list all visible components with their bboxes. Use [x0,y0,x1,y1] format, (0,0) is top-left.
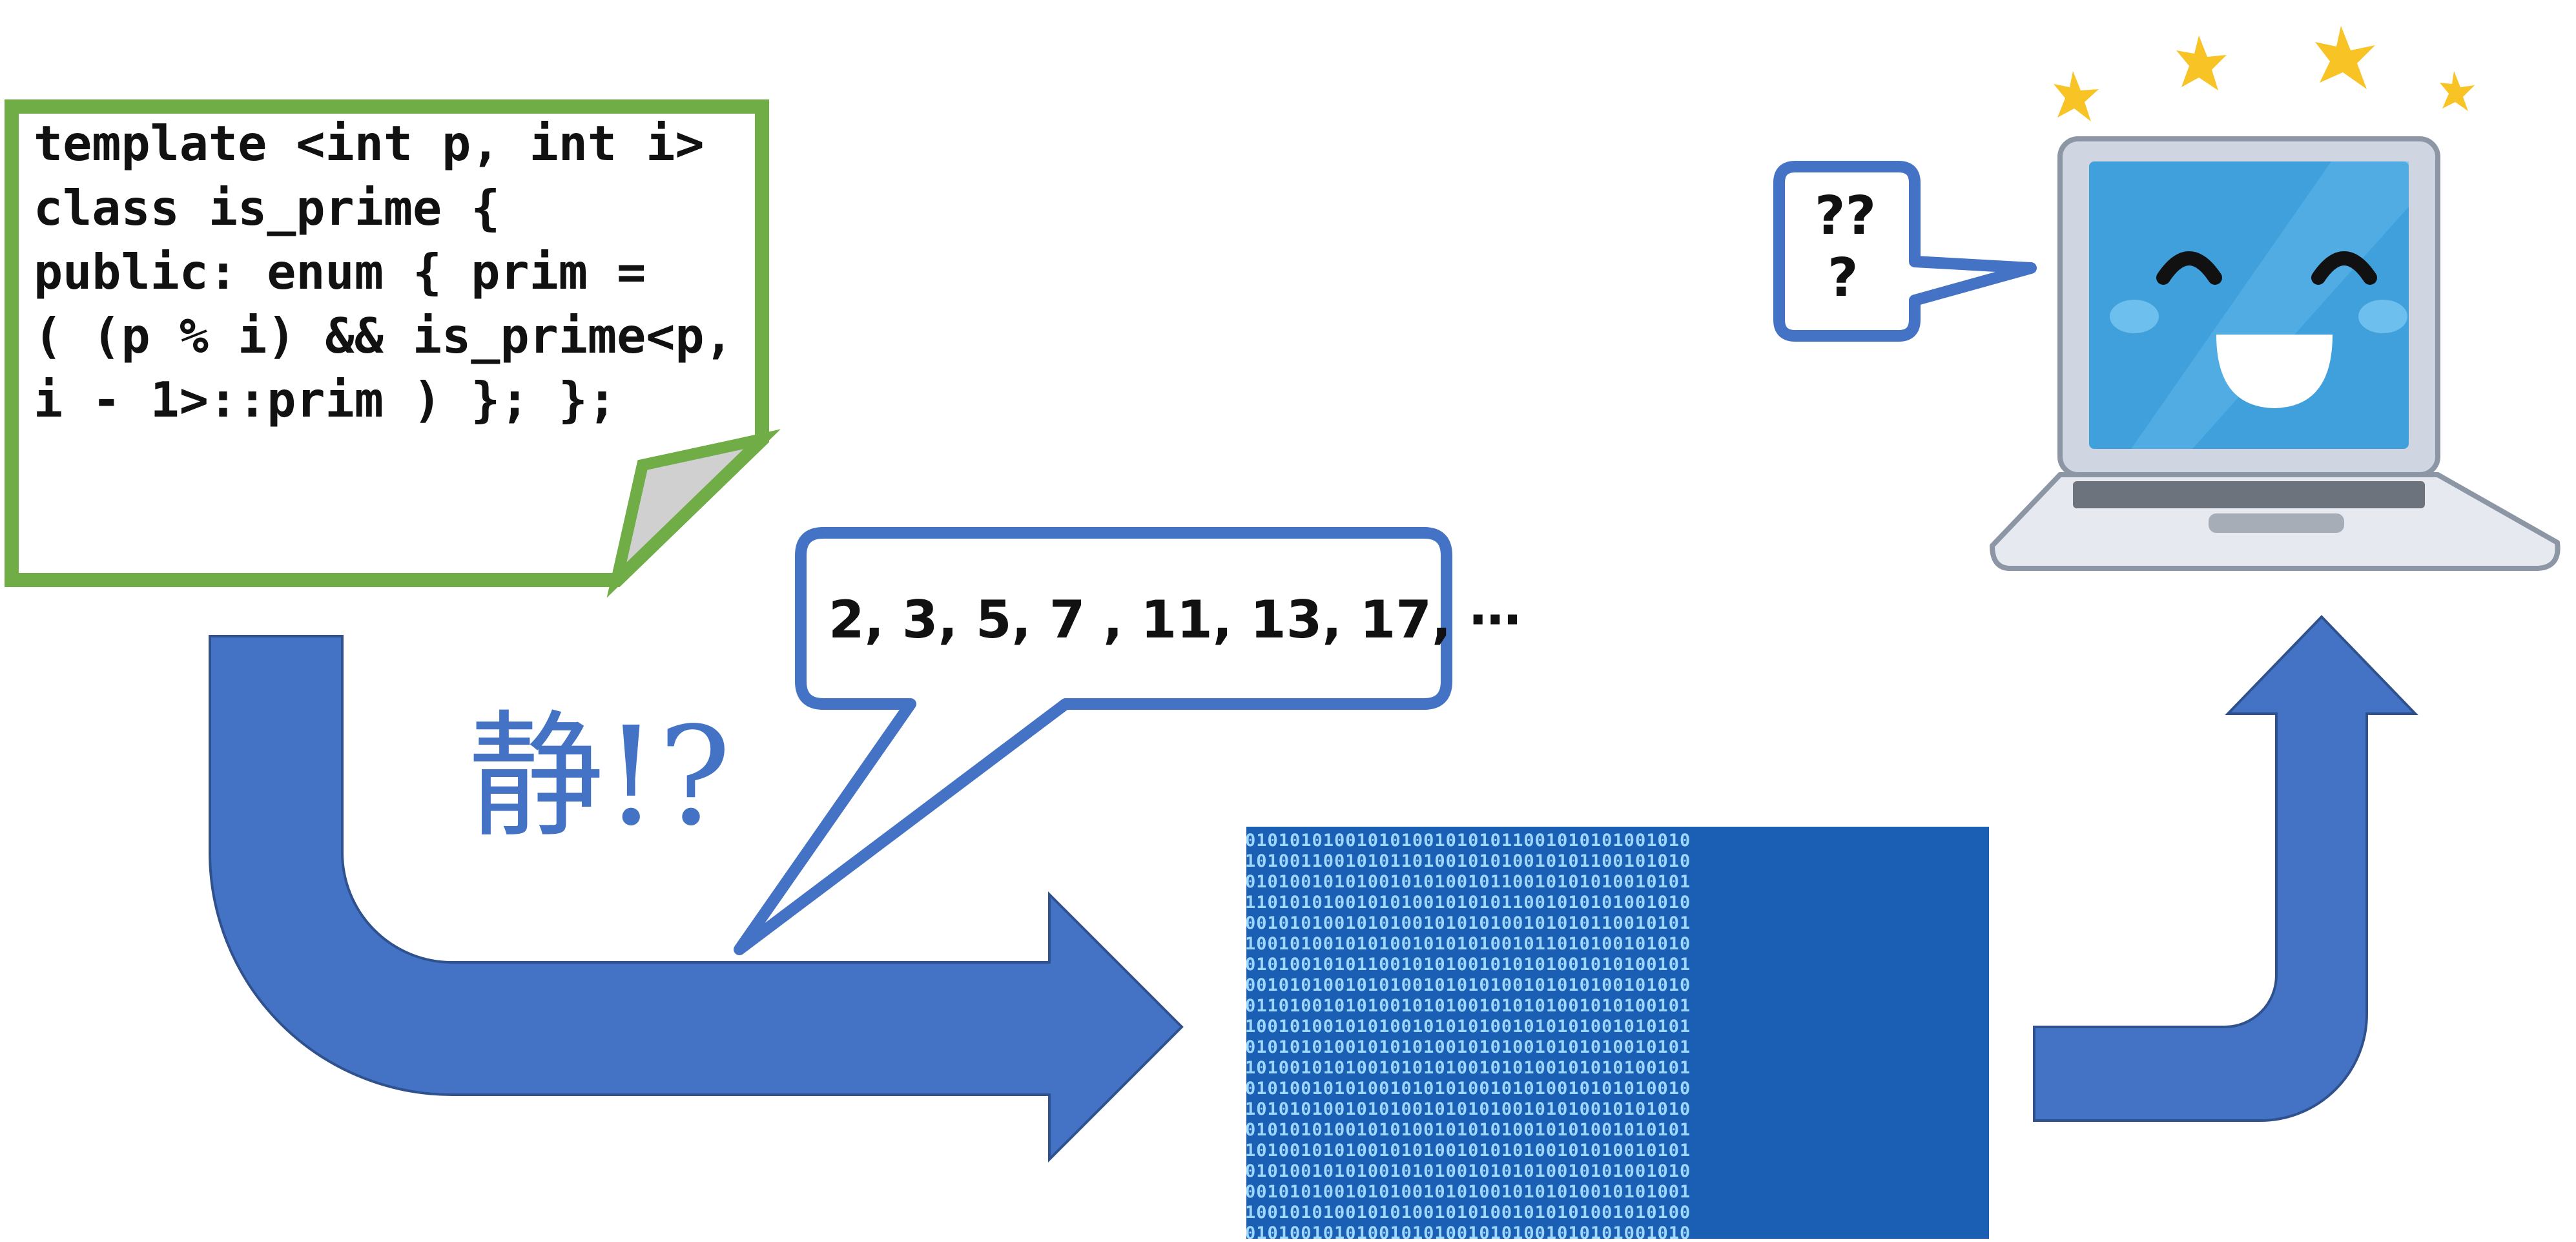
question-speech-bubble: ?? ? [1773,161,2037,342]
curved-arrow-up [2033,615,2418,1122]
code-line-4: ( (p % i) && is_prime<p, [34,307,734,364]
binary-row: 1010010101001010101001010100101010100101 [1245,1058,1691,1078]
binary-row: 1101010100101010010101011001010101001010 [1245,893,1691,913]
smiling-laptop-icon [1990,136,2561,571]
code-line-1: template <int p, int i> [34,115,705,172]
binary-row: 0101001010100101010100101010010101010010 [1245,1079,1691,1099]
binary-background [1246,827,1989,1239]
exclamation-text: 静!? [468,698,731,856]
code-note-fold [606,429,781,598]
binary-row: 0101001010100101010010101001010101001010 [1245,1223,1691,1239]
binary-row: 0101001010100101010010110010101010010101 [1245,872,1691,892]
binary-row: 1001010100101010010101001010101001010100 [1245,1203,1691,1223]
code-line-5: i - 1>::prim ) }; }; [34,371,617,428]
binary-row: 0101001010110010101001010101001010100101 [1245,955,1691,975]
prime-sequence-text: 2, 3, 5, 7 , 11, 13, 17, ⋯ [829,590,1521,650]
code-line-3: public: enum { prim = [34,243,646,300]
binary-digits: 0101010100101010010101011001010101001010… [1245,831,1691,1239]
binary-data-block: 0101010100101010010101011001010101001010… [1245,827,1989,1239]
binary-row: 0101001010100101010010101010010101001010 [1245,1161,1691,1181]
sequence-speech-bubble: 2, 3, 5, 7 , 11, 13, 17, ⋯ [734,527,1521,955]
binary-row: 0010101001010100101010010101010010101001 [1245,1182,1691,1202]
binary-row: 1010010101001010100101010100101010010101 [1245,1141,1691,1161]
binary-row: 0010101001010100101010100101010100101010 [1245,975,1691,995]
question-line-2: ? [1828,247,1859,309]
code-line-2: class is_prime { [34,180,500,236]
binary-row: 1001010010101001010101001011010100101010 [1245,934,1691,954]
binary-row: 1010101001010100101010100101010010101010 [1245,1099,1691,1119]
binary-row: 0101010100101010010101011001010101001010 [1245,831,1691,851]
binary-row: 1010011001010110100101010010101100101010 [1245,851,1691,871]
sparkle-icon [2054,26,2475,121]
code-note: template <int p, int i> class is_prime {… [5,99,781,598]
binary-row: 0010101001010100101010100101010110010101 [1245,913,1691,933]
binary-row: 0101010100101010010101010010101001010101 [1245,1120,1691,1140]
binary-row: 0110100101010010101001010101001010100101 [1245,996,1691,1016]
binary-row: 1001010010101001010101001010101001010101 [1245,1017,1691,1037]
binary-row: 0101010100101010100101010010101010010101 [1245,1037,1691,1057]
question-line-1: ?? [1815,185,1876,247]
curved-arrow-right [209,635,1184,1163]
